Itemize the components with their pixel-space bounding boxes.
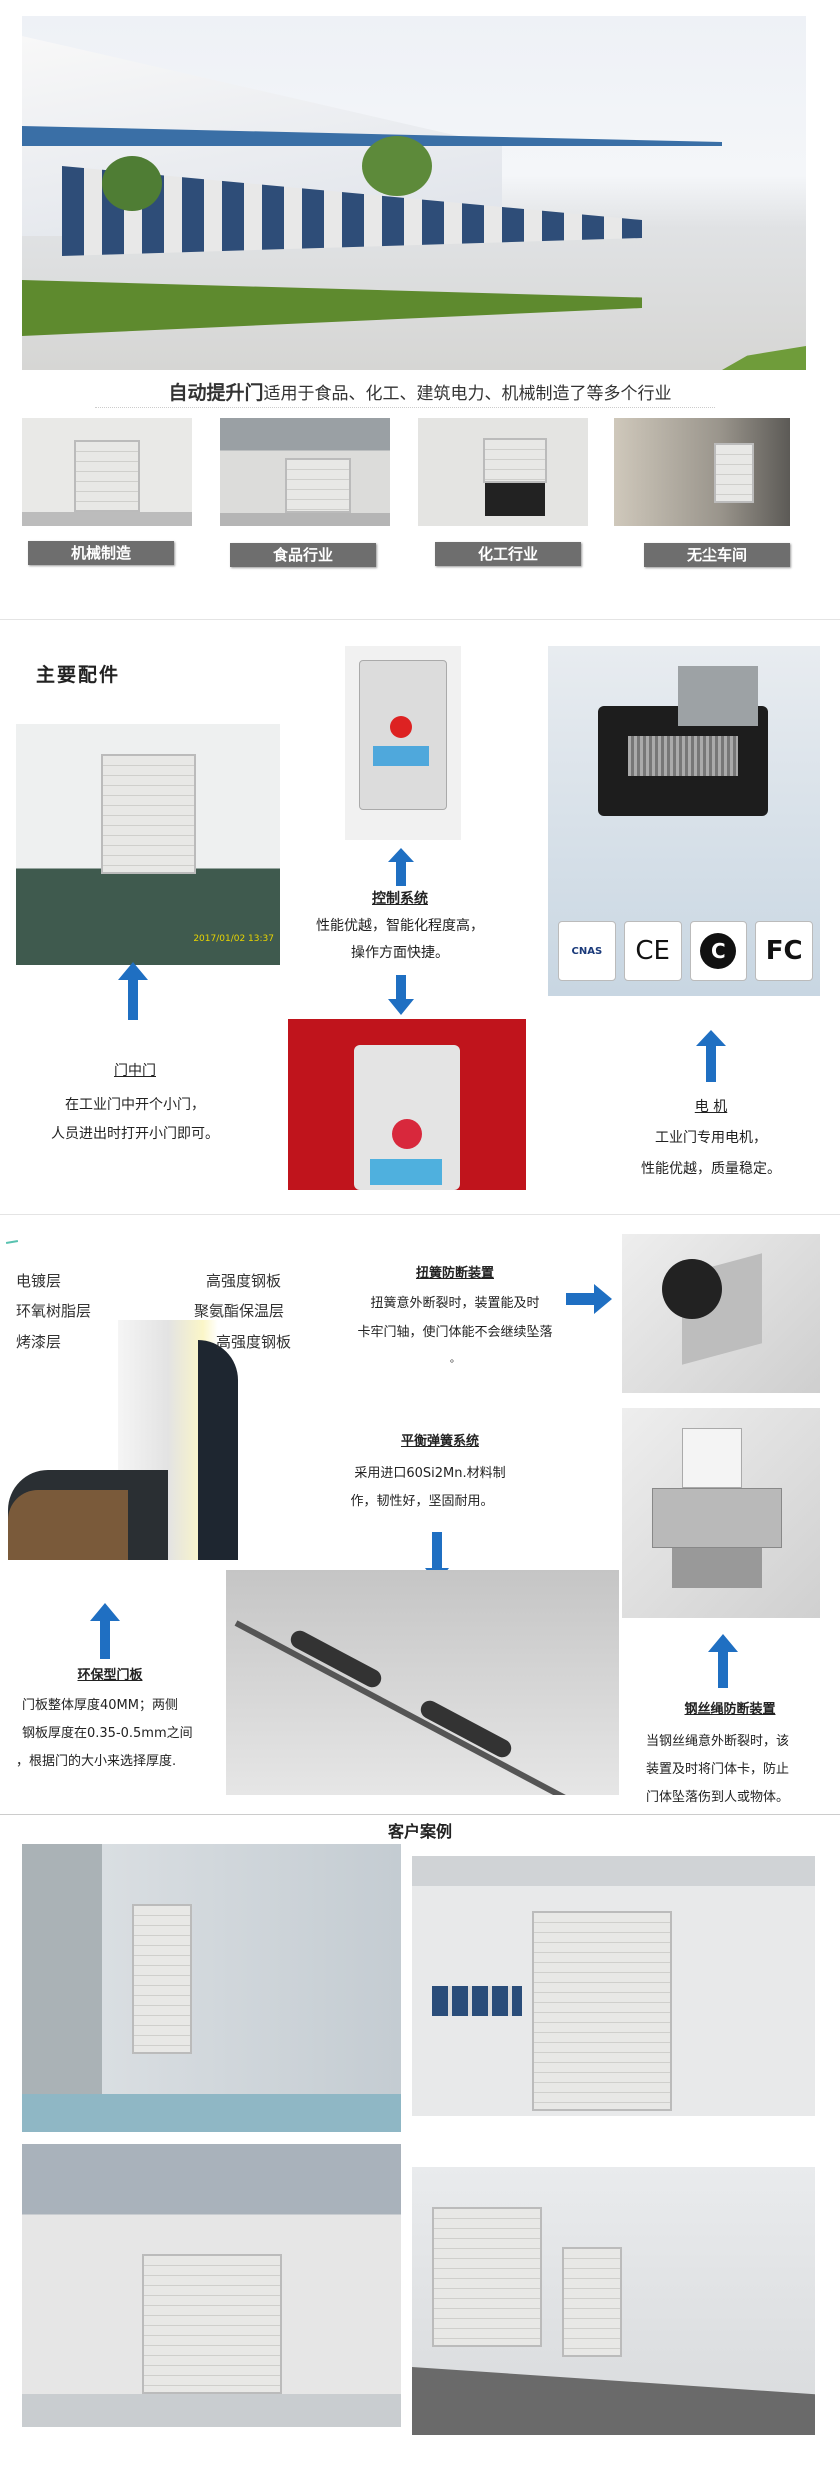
control-box-red-photo — [288, 1019, 526, 1190]
cert-ce-icon: CE — [623, 921, 682, 981]
control-box-photo — [345, 646, 461, 840]
case-photo-2 — [412, 1856, 815, 2116]
arrow-up-door-icon — [118, 962, 148, 1020]
case-photo-4 — [412, 2167, 815, 2435]
arrow-up-control-icon — [388, 848, 414, 886]
layer-label-epoxy: 环氧树脂层 — [16, 1302, 92, 1320]
industry-photo-food — [220, 418, 390, 526]
industry-photo-machinery — [22, 418, 192, 526]
cert-ccc-icon: C — [689, 921, 748, 981]
case-photo-1 — [22, 1844, 401, 2132]
section-divider-2 — [0, 1214, 840, 1215]
cert-fcc-icon: FC — [755, 921, 813, 981]
layer-label-galvanized: 电镀层 — [16, 1272, 62, 1290]
caption-divider — [95, 407, 715, 408]
door-in-door-title: 门中门 — [114, 1063, 156, 1079]
arrow-down-control-icon — [388, 975, 414, 1015]
industry-photo-cleanroom — [614, 418, 790, 526]
layer-label-paint: 烤漆层 — [16, 1333, 62, 1351]
spring-line-2: 作，韧性好，坚固耐用。 — [350, 1494, 494, 1509]
control-title: 控制系统 — [372, 891, 428, 907]
torsion-title: 扭簧防断装置 — [415, 1266, 494, 1281]
cable-line-3: 门体坠落伤到人或物体。 — [646, 1790, 790, 1805]
teal-mark — [5, 1239, 19, 1245]
spring-title: 平衡弹簧系统 — [400, 1434, 479, 1449]
case-photo-3 — [22, 2144, 401, 2427]
cable-line-1: 当钢丝绳意外断裂时，该 — [646, 1734, 790, 1749]
motor-line-1: 工业门专用电机， — [655, 1130, 767, 1146]
panel-line-2: 钢板厚度在0.35-0.5mm之间 — [22, 1726, 193, 1741]
door-in-door-line-2: 人员进出时打开小门即可。 — [51, 1126, 219, 1142]
hero-warehouse-photo — [22, 16, 806, 370]
control-line-1: 性能优越，智能化程度高， — [316, 918, 484, 934]
layer-label-steel-2: 高强度钢板 — [216, 1333, 292, 1351]
arrow-up-cable-icon — [708, 1634, 738, 1688]
layer-label-pu: 聚氨酯保温层 — [194, 1302, 285, 1320]
cable-line-2: 装置及时将门体卡，防止 — [646, 1762, 790, 1777]
photo-timestamp: 2017/01/02 13:37 — [193, 934, 274, 944]
components-title: 主要配件 — [36, 664, 121, 686]
panel-layers-diagram — [8, 1320, 298, 1560]
panel-title: 环保型门板 — [77, 1668, 143, 1683]
spring-line-1: 采用进口60Si2Mn.材料制 — [354, 1466, 506, 1481]
arrow-up-motor-icon — [696, 1030, 726, 1082]
door-in-door-photo: 2017/01/02 13:37 — [16, 724, 280, 965]
panel-line-1: 门板整体厚度40MM；两侧 — [22, 1698, 178, 1713]
layer-label-steel-1: 高强度钢板 — [206, 1272, 282, 1290]
industry-label-chemical[interactable]: 化工行业 — [435, 542, 581, 566]
torsion-line-2: 卡牢门轴，使门体能不会继续坠落 — [357, 1325, 553, 1340]
industry-photo-chemical — [418, 418, 588, 526]
torsion-line-3: 。 — [450, 1354, 460, 1365]
hero-caption: 自动提升门适用于食品、化工、建筑电力、机械制造了等多个行业 — [0, 378, 840, 405]
panel-line-3: ，根据门的大小来选择厚度. — [16, 1754, 177, 1769]
control-line-2: 操作方面快捷。 — [351, 945, 449, 961]
torsion-line-1: 扭簧意外断裂时，装置能及时 — [370, 1296, 540, 1311]
caption-bold: 自动提升门 — [168, 382, 264, 404]
arrow-up-panel-icon — [90, 1603, 120, 1659]
cable-title: 钢丝绳防断装置 — [684, 1702, 776, 1717]
motor-line-2: 性能优越，质量稳定。 — [641, 1161, 781, 1177]
motor-title: 电 机 — [694, 1099, 728, 1115]
industry-label-food[interactable]: 食品行业 — [230, 543, 376, 567]
cases-title: 客户案例 — [387, 1822, 452, 1841]
motor-photo: CNAS CE C FC — [548, 646, 820, 996]
section-divider — [0, 619, 840, 620]
industry-label-cleanroom[interactable]: 无尘车间 — [644, 543, 790, 567]
cert-cnas-icon: CNAS — [558, 921, 616, 981]
cable-device-photo — [622, 1408, 820, 1618]
section-divider-3 — [0, 1814, 840, 1815]
arrow-right-torsion-icon — [566, 1284, 612, 1314]
door-in-door-line-1: 在工业门中开个小门， — [65, 1097, 205, 1113]
industry-label-machinery[interactable]: 机械制造 — [28, 541, 174, 565]
balance-spring-photo — [226, 1570, 619, 1795]
torsion-device-photo — [622, 1234, 820, 1393]
cert-logos: CNAS CE C FC — [558, 921, 813, 981]
caption-rest: 适用于食品、化工、建筑电力、机械制造了等多个行业 — [263, 384, 672, 404]
